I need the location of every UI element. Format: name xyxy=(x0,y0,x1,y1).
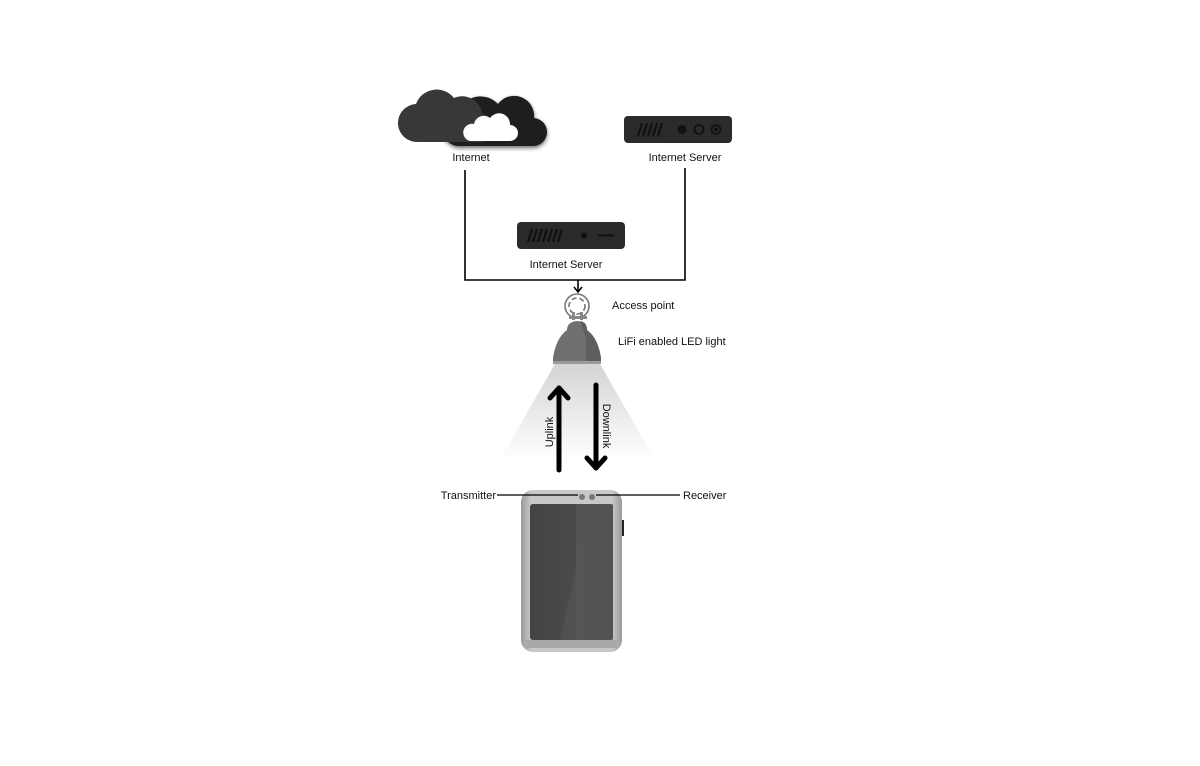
access-point-icon xyxy=(564,293,590,319)
led-light-label: LiFi enabled LED light xyxy=(618,336,726,348)
smartphone-icon xyxy=(521,490,624,652)
uplink-label: Uplink xyxy=(544,416,556,447)
connection-lines xyxy=(464,168,686,294)
internet-server-icon xyxy=(517,222,625,249)
led-light-icon xyxy=(553,312,601,364)
internet-cloud-icon xyxy=(397,89,548,149)
uplink-arrow-icon xyxy=(547,385,571,473)
downlink-label: Downlink xyxy=(600,404,612,449)
internet-server-icon xyxy=(624,116,732,143)
transmitter-led xyxy=(579,494,585,500)
internet-server-top-label: Internet Server xyxy=(649,152,722,164)
downlink-arrow-icon xyxy=(584,382,608,471)
receiver-label: Receiver xyxy=(683,490,727,502)
access-point-label: Access point xyxy=(612,300,674,312)
transmitter-label: Transmitter xyxy=(441,490,497,502)
receiver-photodiode xyxy=(589,494,595,500)
internet-label: Internet xyxy=(452,152,489,164)
light-beam xyxy=(500,364,655,460)
internet-server-mid-label: Internet Server xyxy=(530,259,603,271)
